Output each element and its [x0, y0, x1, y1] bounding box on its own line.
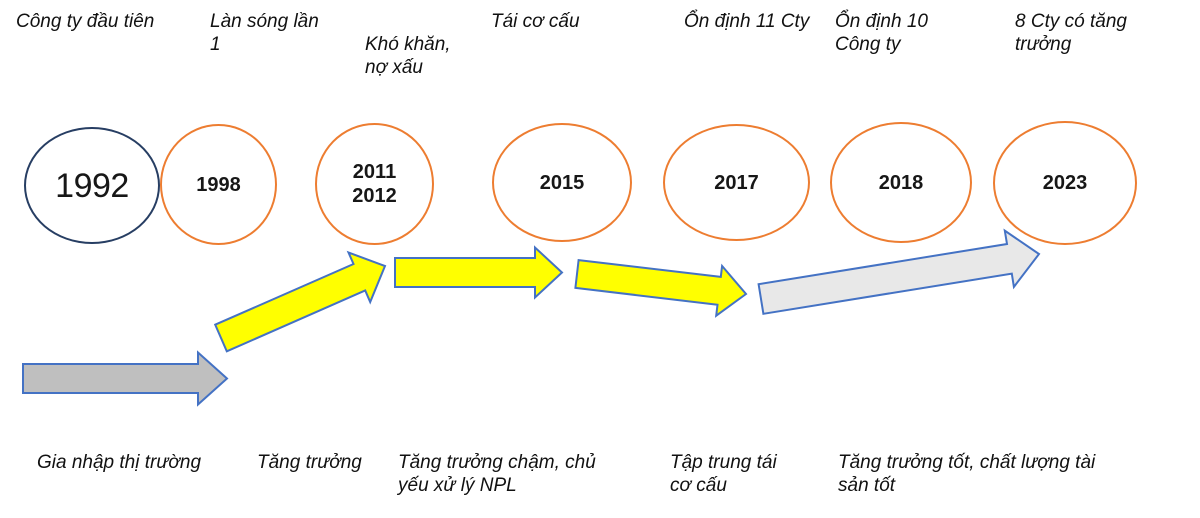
arrow-right-icon-phase-3: [394, 245, 564, 300]
arrow-up-right-icon-phase-2: [213, 250, 387, 353]
milestone-year-1998: 1998: [196, 173, 241, 196]
milestone-year-2023: 2023: [1042, 172, 1088, 194]
arrow-right-icon-phase-1: [22, 350, 229, 407]
milestone-top-label-2015: Tái cơ cấu: [491, 11, 580, 32]
milestone-year-2017: 2017: [714, 171, 759, 194]
milestone-year-2018: 2018: [878, 171, 924, 194]
phase-label-restructuring: Tập trung tái cơ cấu: [670, 452, 777, 496]
milestone-circle-1992: 1992: [24, 127, 160, 244]
milestone-top-label-2017: Ổn định 11 Cty: [684, 11, 810, 32]
milestone-top-label-2018: Ổn định 10 Công ty: [835, 11, 928, 55]
milestone-circle-1998: 1998: [160, 124, 277, 245]
milestone-top-label-2023: 8 Cty có tăng trưởng: [1015, 11, 1127, 55]
phase-label-growth: Tăng trưởng: [257, 452, 362, 473]
milestone-year-2015: 2015: [539, 171, 585, 194]
milestone-circle-2011-2012: 2011 2012: [315, 123, 434, 245]
milestone-year-1992: 1992: [55, 166, 129, 205]
arrow-up-right-icon-phase-5: [757, 228, 1041, 315]
phase-label-market-entry: Gia nhập thị trường: [37, 452, 202, 473]
milestone-circle-2018: 2018: [830, 122, 972, 243]
milestone-top-label-1998: Làn sóng lần 1: [210, 11, 319, 55]
milestone-circle-2023: 2023: [993, 121, 1137, 245]
phase-label-good-growth: Tăng trưởng tốt, chất lượng tài sản tốt: [838, 452, 1096, 496]
milestone-circle-2015: 2015: [492, 123, 632, 242]
arrow-down-right-icon-phase-4: [574, 258, 748, 318]
milestone-top-label-2011-2012: Khó khăn, nợ xấu: [365, 34, 451, 78]
milestone-circle-2017: 2017: [663, 124, 810, 241]
milestone-year-2011-2012: 2011 2012: [352, 161, 397, 207]
phase-label-slow-growth: Tăng trưởng chậm, chủ yếu xử lý NPL: [398, 452, 596, 496]
milestone-top-label-1992: Công ty đầu tiên: [16, 11, 155, 32]
